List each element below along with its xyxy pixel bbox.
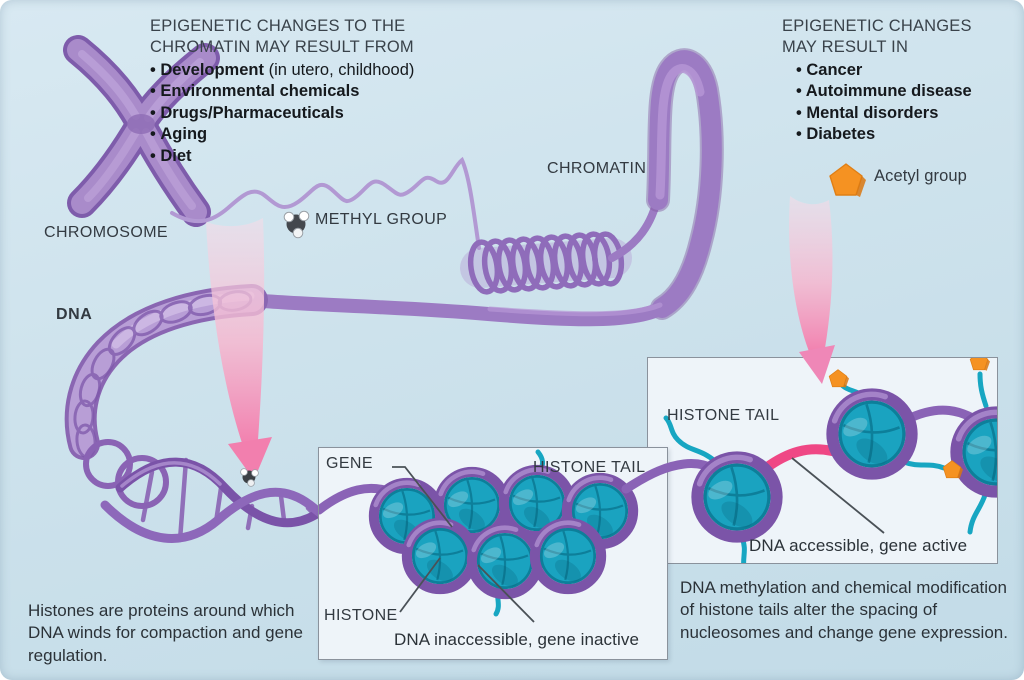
- dna-supercoil: [64, 284, 268, 509]
- effects-list: Cancer Autoimmune disease Mental disorde…: [796, 60, 1018, 146]
- histone-function-caption: Histones are proteins around which DNA w…: [28, 601, 303, 665]
- gene-inactive-caption: DNA inaccessible, gene inactive: [394, 630, 640, 649]
- chromatin-thin-fiber: [170, 156, 481, 250]
- list-item: Diabetes: [796, 124, 1018, 145]
- gene-label: GENE: [326, 455, 373, 472]
- histone-label: HISTONE: [324, 607, 398, 624]
- panel-gene-active: [647, 357, 998, 564]
- list-item: Development (in utero, childhood): [150, 60, 490, 81]
- acetyl-group-label: Acetyl group: [874, 167, 967, 185]
- methylation-effect-caption: DNA methylation and chemical modificatio…: [680, 578, 1008, 642]
- histone-tail-label-active: HISTONE TAIL: [667, 407, 780, 424]
- causes-text-block: EPIGENETIC CHANGES TO THE CHROMATIN MAY …: [150, 16, 490, 167]
- list-item: Diet: [150, 146, 490, 167]
- gene-active-caption: DNA accessible, gene active: [749, 536, 968, 555]
- list-item: Drugs/Pharmaceuticals: [150, 103, 490, 124]
- list-item: Aging: [150, 124, 490, 145]
- methyl-molecule-icon: [283, 210, 310, 239]
- effects-heading: EPIGENETIC CHANGES MAY RESULT IN: [782, 17, 972, 56]
- causes-heading: EPIGENETIC CHANGES TO THE CHROMATIN MAY …: [150, 17, 414, 56]
- list-item: Environmental chemicals: [150, 81, 490, 102]
- effects-text-block: EPIGENETIC CHANGES MAY RESULT IN Cancer …: [782, 16, 1018, 146]
- acetyl-icon: [829, 163, 867, 198]
- panel-gene-inactive: [318, 447, 668, 660]
- dna-label: DNA: [56, 306, 93, 323]
- methyl-on-dna-icon: [240, 468, 259, 487]
- list-item: Mental disorders: [796, 103, 1018, 124]
- chromatin-coil: [460, 231, 632, 295]
- histone-tail-label-inactive: HISTONE TAIL: [533, 459, 646, 476]
- causes-list: Development (in utero, childhood) Enviro…: [150, 60, 490, 167]
- methyl-group-label: METHYL GROUP: [315, 211, 448, 228]
- list-item: Cancer: [796, 60, 1018, 81]
- chromosome-label: CHROMOSOME: [44, 224, 168, 241]
- list-item: Autoimmune disease: [796, 81, 1018, 102]
- methyl-arrow: [206, 218, 272, 480]
- chromatin-label: CHROMATIN: [547, 160, 647, 177]
- acetyl-arrow: [789, 196, 835, 384]
